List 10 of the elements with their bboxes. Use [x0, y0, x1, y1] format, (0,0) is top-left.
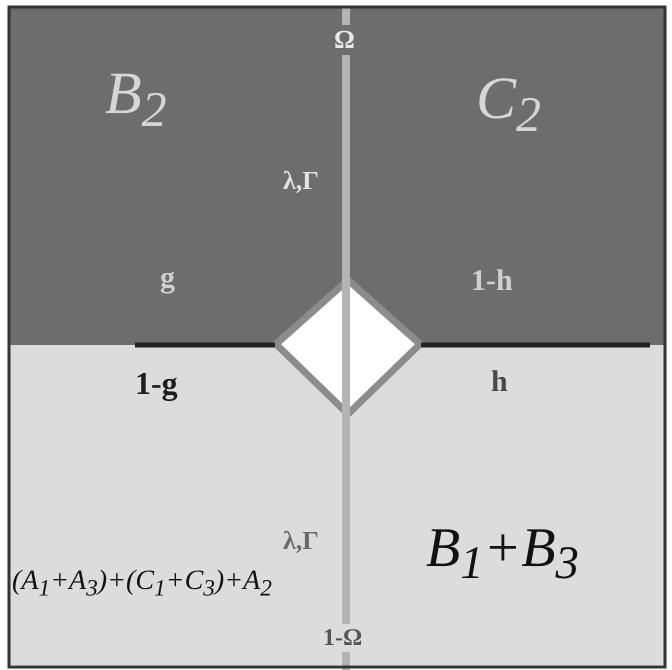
- variable-label: 1-h: [471, 266, 513, 296]
- handwritten-formula: B$_{1}$+B$_{3}$: [426, 520, 579, 587]
- variable-label: g: [160, 263, 175, 293]
- handwritten-label: C$_{2}$: [476, 68, 542, 139]
- variable-label: h: [491, 367, 508, 397]
- handwritten-label: B$_{2}$: [105, 63, 167, 134]
- handwritten-formula: (A$_{1}$+A$_{3}$)+(C$_{1}$+C$_{3}$)+A$_{2}$: [12, 567, 272, 601]
- symbol-label: λ,Γ: [283, 528, 319, 554]
- symbol-label: λ,Γ: [283, 168, 319, 194]
- variable-label: 1-g: [135, 367, 178, 399]
